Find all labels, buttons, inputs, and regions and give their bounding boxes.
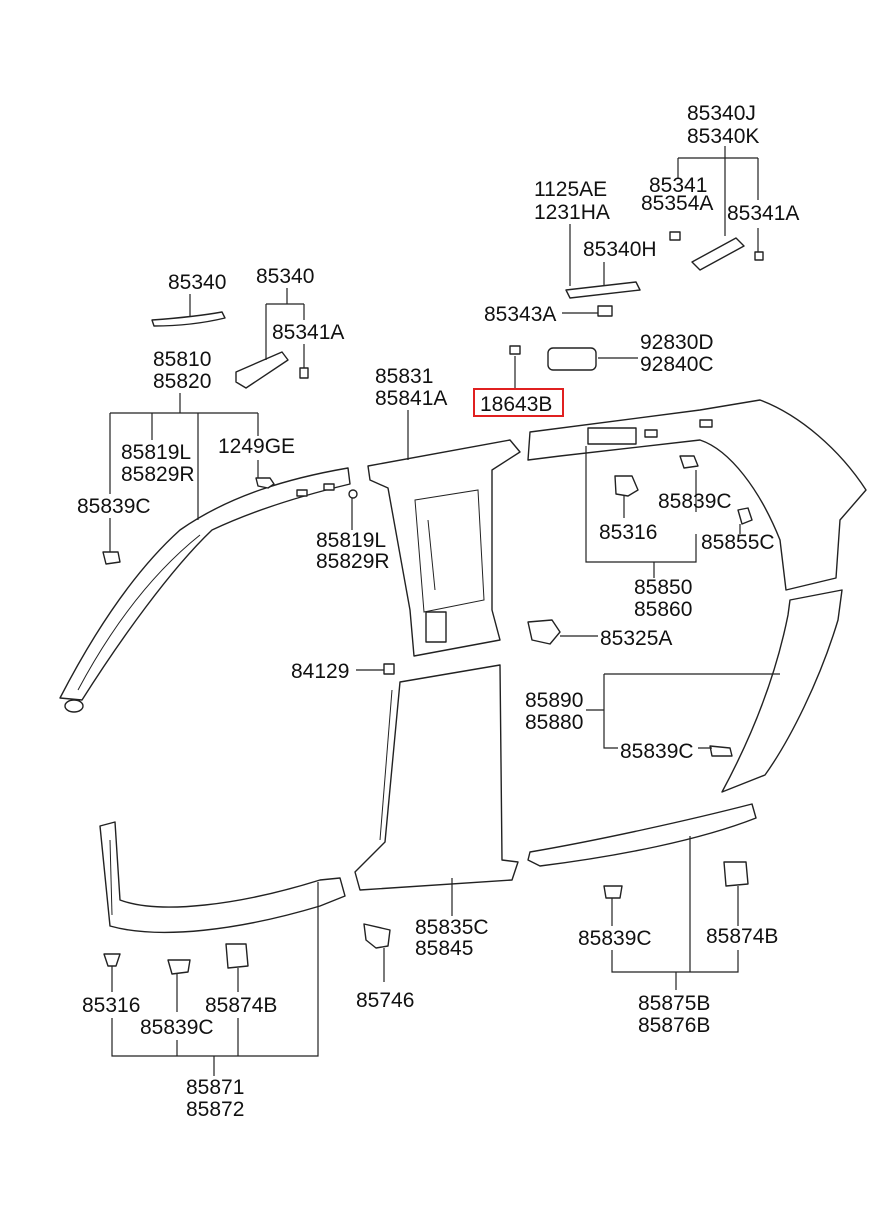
clip-85819L (348, 489, 358, 499)
clip-85839C-top (679, 455, 699, 469)
bulb-18643B (509, 345, 521, 355)
b-pillar-lower-edge (379, 689, 393, 841)
label-85829R-mid[interactable]: 85829R (316, 550, 390, 573)
b-pillar-tab (425, 611, 447, 643)
label-18643B[interactable]: 18643B (480, 393, 552, 416)
b-pillar-inner-panel (414, 489, 485, 613)
b-pillar-upper-trim (367, 439, 521, 657)
screw-85746 (363, 923, 391, 949)
label-85316-top[interactable]: 85316 (599, 521, 657, 544)
label-85839C-bottom[interactable]: 85839C (140, 1016, 214, 1039)
clip-85874B-bottom (225, 943, 249, 969)
rear-quarter-vent (587, 427, 637, 445)
label-85340J[interactable]: 85340J (687, 102, 756, 125)
label-85874B-bottom[interactable]: 85874B (205, 994, 277, 1017)
label-85860[interactable]: 85860 (634, 598, 692, 621)
label-85872[interactable]: 85872 (186, 1098, 244, 1121)
label-1231HA[interactable]: 1231HA (534, 201, 610, 224)
lamp-92830D (547, 347, 597, 371)
clip-85316-top (614, 475, 639, 497)
a-pillar-trim (59, 467, 351, 701)
label-85341A-mid[interactable]: 85341A (272, 321, 344, 344)
label-85819L-mid[interactable]: 85819L (316, 529, 386, 552)
label-85819L-left[interactable]: 85819L (121, 441, 191, 464)
a-pillar-edge-line (77, 534, 201, 691)
leader-lines (109, 146, 780, 1076)
label-85343A[interactable]: 85343A (484, 303, 556, 326)
label-85340-left[interactable]: 85340 (168, 271, 226, 294)
clip-85341 (669, 231, 681, 241)
label-85850[interactable]: 85850 (634, 576, 692, 599)
label-85841A[interactable]: 85841A (375, 387, 447, 410)
label-85839C-rear[interactable]: 85839C (578, 927, 652, 950)
label-85880[interactable]: 85880 (525, 711, 583, 734)
clip-85839C-left (102, 551, 121, 565)
label-85340K[interactable]: 85340K (687, 125, 759, 148)
grab-handle-85340J (691, 237, 745, 271)
label-85835C[interactable]: 85835C (415, 916, 489, 939)
clip-85855C (737, 507, 753, 525)
label-85340H[interactable]: 85340H (583, 238, 657, 261)
label-85341A-top[interactable]: 85341A (727, 202, 799, 225)
label-85855C[interactable]: 85855C (701, 531, 775, 554)
b-pillar-lower-trim (354, 664, 519, 891)
clip-84129 (383, 663, 395, 675)
label-85341[interactable]: 85341 (649, 174, 707, 197)
label-84129[interactable]: 84129 (291, 660, 349, 683)
grab-handle-85340 (151, 311, 226, 327)
label-85839C-right[interactable]: 85839C (620, 740, 694, 763)
a-pillar-slot (296, 489, 308, 497)
label-85875B[interactable]: 85875B (638, 992, 710, 1015)
label-85839C-left[interactable]: 85839C (77, 495, 151, 518)
clip-85839C-right (709, 745, 733, 757)
label-92840C[interactable]: 92840C (640, 353, 714, 376)
label-85845[interactable]: 85845 (415, 937, 473, 960)
rear-quarter-lower-trim (721, 589, 843, 793)
rear-quarter-slot-2 (699, 419, 713, 428)
label-85354A[interactable]: 85354A (641, 192, 713, 215)
clip-85341A-top (754, 251, 764, 261)
clip-85839C-bottom (167, 959, 191, 975)
clip-85839C-rear (603, 885, 623, 899)
label-85831[interactable]: 85831 (375, 365, 433, 388)
label-85871[interactable]: 85871 (186, 1076, 244, 1099)
label-85340-mid[interactable]: 85340 (256, 265, 314, 288)
rear-sill-trim (527, 803, 757, 867)
clip-85874B-rear (723, 861, 749, 887)
a-pillar-clip (64, 699, 84, 713)
b-pillar-groove (427, 519, 436, 591)
label-85325A[interactable]: 85325A (600, 627, 672, 650)
front-sill-edge (109, 839, 113, 916)
label-1125AE[interactable]: 1125AE (534, 178, 607, 201)
label-85874B-rear[interactable]: 85874B (706, 925, 778, 948)
screw-85325A (527, 619, 561, 645)
label-85890[interactable]: 85890 (525, 689, 583, 712)
rear-quarter-slot (644, 429, 658, 438)
label-85876B[interactable]: 85876B (638, 1014, 710, 1037)
label-85810[interactable]: 85810 (153, 348, 211, 371)
label-85829R-left[interactable]: 85829R (121, 463, 195, 486)
clip-85341A-mid (299, 367, 309, 379)
label-85316-bottom[interactable]: 85316 (82, 994, 140, 1017)
label-85839C-top[interactable]: 85839C (658, 490, 732, 513)
label-85746[interactable]: 85746 (356, 989, 414, 1012)
a-pillar-slot-2 (323, 483, 335, 491)
grab-handle-85340-mid (235, 351, 289, 389)
screw-1249GE (255, 477, 275, 489)
front-sill-trim (99, 821, 346, 934)
highlight-box-18643B (473, 388, 564, 417)
label-85820[interactable]: 85820 (153, 370, 211, 393)
label-92830D[interactable]: 92830D (640, 331, 714, 354)
clip-85316-bottom (103, 953, 121, 967)
label-1249GE[interactable]: 1249GE (218, 435, 295, 458)
cap-85343A (597, 305, 613, 317)
grab-handle-85340H (565, 281, 641, 299)
rear-quarter-upper-trim (527, 399, 867, 591)
